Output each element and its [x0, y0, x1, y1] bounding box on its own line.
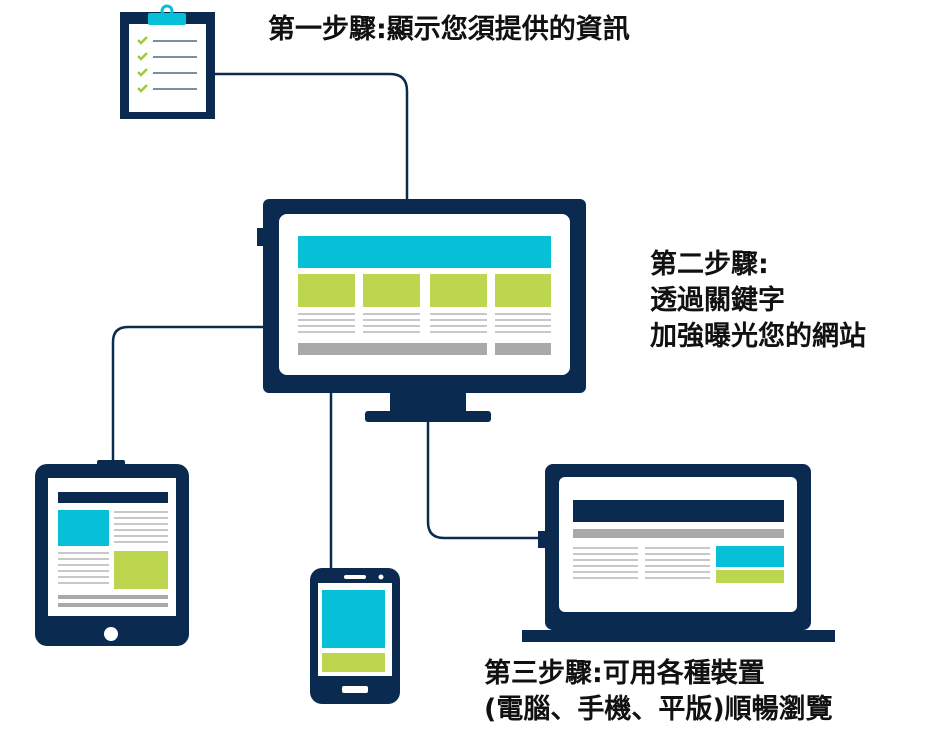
check-marks [137, 36, 148, 93]
laptop-text-lines [573, 547, 710, 579]
step1-label: 第一步驟:顯示您須提供的資訊 [268, 14, 630, 45]
tablet-icon [35, 460, 189, 646]
checklist-lines [153, 40, 197, 90]
step3-line2: (電腦、手機、平版)順暢瀏覽 [484, 694, 833, 725]
tablet-text-lines [58, 511, 168, 584]
step2-line2: 透過關鍵字 [650, 285, 785, 316]
step2-line1: 第二步驟: [650, 249, 769, 280]
connector-monitor-tablet [111, 325, 263, 462]
step3-label: 第三步驟:可用各種裝置 (電腦、手機、平版)順暢瀏覽 [484, 656, 833, 728]
monitor-text-lines [298, 313, 551, 333]
connectors [111, 72, 540, 570]
step3-line1: 第三步驟:可用各種裝置 [484, 658, 765, 689]
laptop-icon [522, 464, 835, 642]
clipboard-icon [120, 4, 215, 119]
connector-clipboard-monitor [213, 72, 409, 200]
step2-label: 第二步驟: 透過關鍵字 加強曝光您的網站 [650, 247, 866, 355]
desktop-monitor-icon [257, 199, 586, 422]
smartphone-icon [310, 568, 400, 704]
connector-monitor-laptop [426, 420, 540, 540]
step2-line3: 加強曝光您的網站 [650, 321, 866, 352]
